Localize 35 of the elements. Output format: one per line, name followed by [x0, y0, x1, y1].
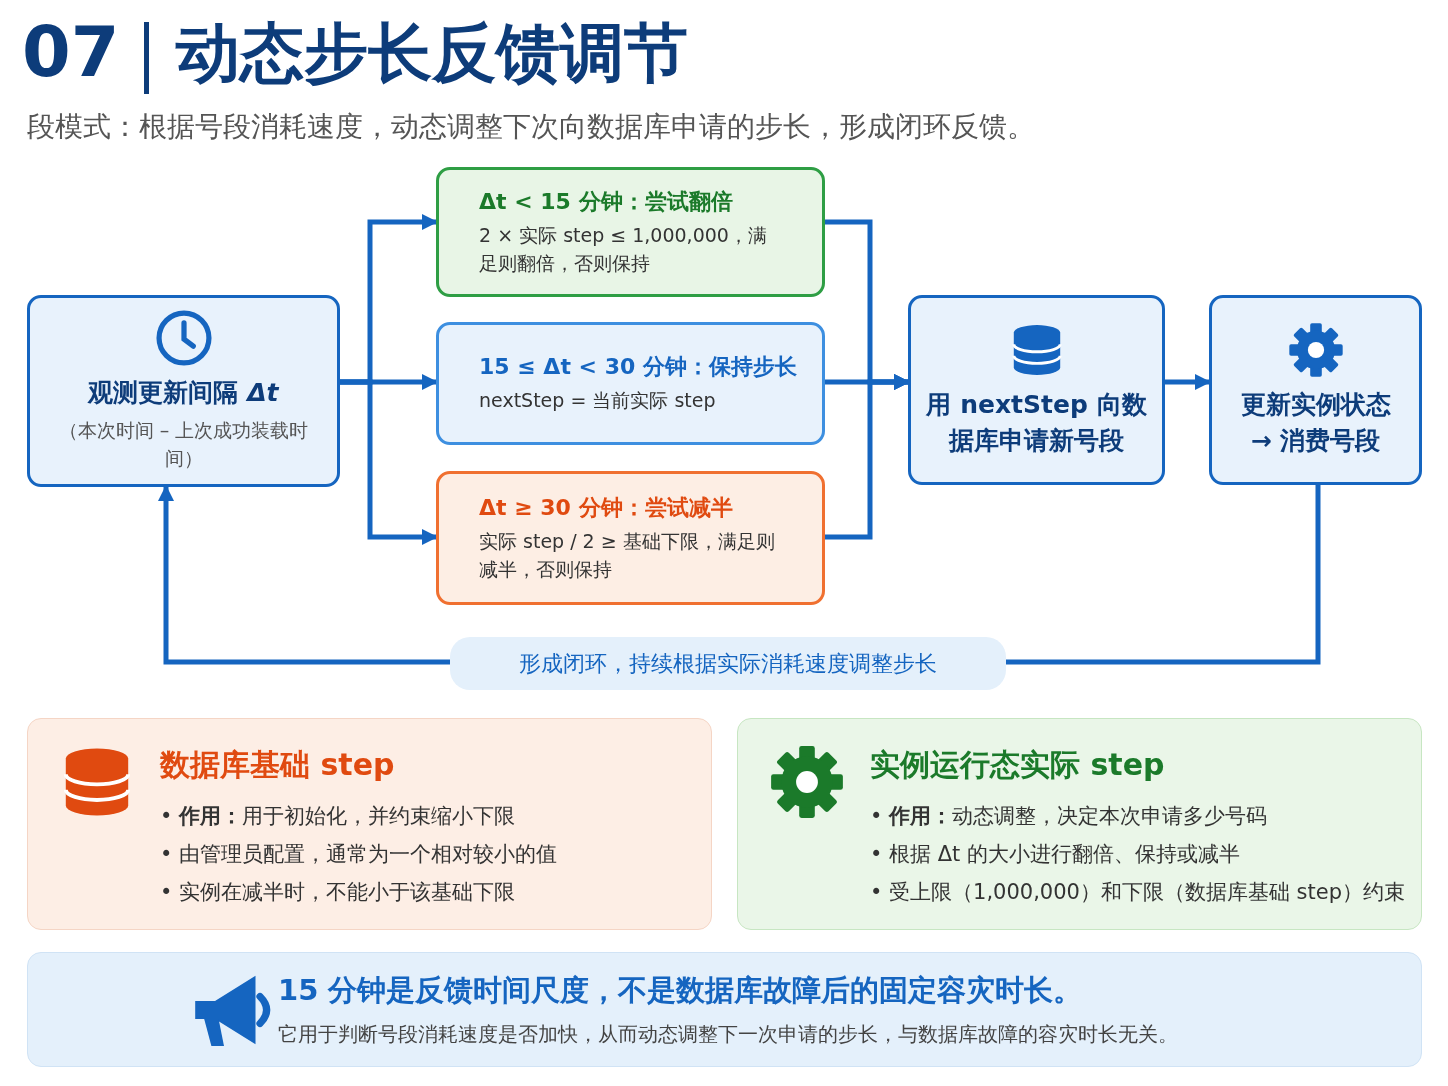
- info-card: [737, 718, 1422, 930]
- edge-label: 形成闭环，持续根据实际消耗速度调整步长: [450, 637, 1006, 690]
- bullet-item: • 由管理员配置，通常为一个相对较小的值: [160, 841, 559, 868]
- banner-note: 它用于判断号段消耗速度是否加快，从而动态调整下一次申请的步长，与数据库故障的容灾时长无关。: [278, 1021, 1179, 1048]
- box-note: nextStep = 当前实际 step: [479, 388, 717, 414]
- card-title: 实例运行态实际 step: [870, 746, 1166, 784]
- condition-box: [436, 471, 825, 605]
- bullet-item: • 作用：动态调整，决定本次申请多少号码: [870, 803, 1269, 830]
- process-box: [908, 295, 1165, 485]
- info-card: [27, 718, 712, 930]
- banner-title: 15 分钟是反馈时间尺度，不是数据库故障后的固定容灾时长。: [278, 972, 1084, 1009]
- arrow: [825, 374, 910, 540]
- condition-box: [436, 322, 825, 445]
- note-banner: [27, 952, 1422, 1067]
- box-title: 用 nextStep 向数据库申请新号段: [925, 388, 1148, 457]
- box-note: （本次时间 – 上次成功装载时间）: [57, 417, 310, 472]
- box-note: 2 × 实际 step ≤ 1,000,000，满足则翻倍，否则保持: [479, 222, 768, 276]
- box-title: 观测更新间隔 Δt: [88, 377, 279, 410]
- bullet-item: • 实例在减半时，不能小于该基础下限: [160, 879, 517, 906]
- box-title: Δt < 15 分钟：尝试翻倍: [479, 187, 734, 216]
- box-title: Δt ≥ 30 分钟：尝试减半: [479, 493, 734, 522]
- process-box: [1209, 295, 1422, 485]
- box-note: 实际 step / 2 ≥ 基础下限，满足则减半，否则保持: [479, 528, 776, 582]
- bullet-item: • 根据 Δt 的大小进行翻倍、保持或减半: [870, 841, 1241, 868]
- subtitle: 段模式：根据号段消耗速度，动态调整下次向数据库申请的步长，形成闭环反馈。: [27, 109, 1035, 145]
- arrow: [340, 379, 438, 545]
- box-title: 15 ≤ Δt < 30 分钟：保持步长: [479, 353, 798, 382]
- process-box: [27, 295, 340, 487]
- arrow: [1165, 374, 1211, 390]
- card-title: 数据库基础 step: [160, 746, 396, 784]
- title: 动态步长反馈调节: [176, 18, 688, 89]
- box-title: 更新实例状态 → 消费号段: [1239, 388, 1392, 457]
- condition-box: [436, 167, 825, 297]
- section-number: 07: [22, 14, 120, 91]
- bullet-item: • 作用：用于初始化，并约束缩小下限: [160, 803, 517, 830]
